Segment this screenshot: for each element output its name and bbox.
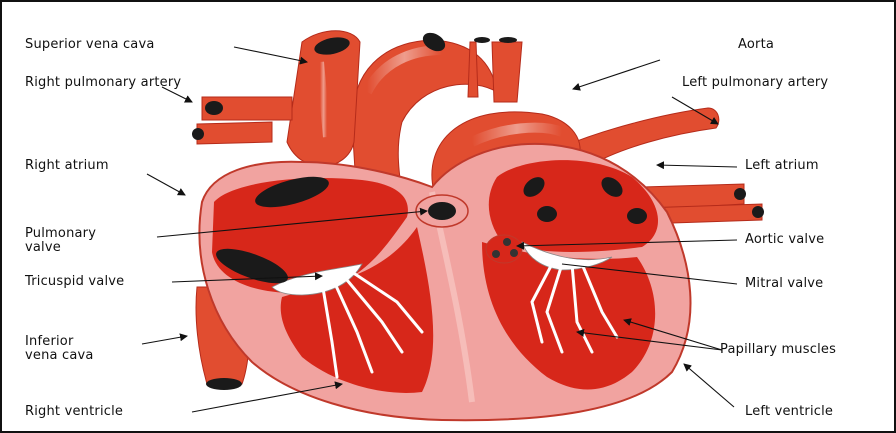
label-right-ventricle: Right ventricle <box>25 405 123 419</box>
label-left-atrium: Left atrium <box>745 159 819 173</box>
label-left-ventricle: Left ventricle <box>745 405 833 419</box>
label-aortic-valve: Aortic valve <box>745 233 824 247</box>
leader-right-atrium <box>147 174 185 195</box>
label-papillary-muscles: Papillary muscles <box>720 343 836 357</box>
label-aorta: Aorta <box>738 38 774 52</box>
label-pulmonary-valve-line2: valve <box>25 241 61 255</box>
label-pulmonary-valve-line1: Pulmonary <box>25 227 96 241</box>
label-superior-vena-cava: Superior vena cava <box>25 38 155 52</box>
leader-left-ventricle <box>684 364 734 407</box>
leader-aorta <box>573 60 660 89</box>
label-inferior-vena-cava-line2: vena cava <box>25 349 94 363</box>
label-mitral-valve: Mitral valve <box>745 277 823 291</box>
label-right-pulmonary-artery: Right pulmonary artery <box>25 76 181 90</box>
aortic-valve-shape <box>486 235 522 263</box>
label-tricuspid-valve: Tricuspid valve <box>25 275 124 289</box>
label-left-pulmonary-artery: Left pulmonary artery <box>682 76 828 90</box>
leader-superior-vena-cava <box>234 47 307 62</box>
label-right-atrium: Right atrium <box>25 159 109 173</box>
label-inferior-vena-cava-line1: Inferior <box>25 335 74 349</box>
leader-inferior-vena-cava <box>142 336 187 344</box>
leader-left-atrium <box>657 165 737 167</box>
